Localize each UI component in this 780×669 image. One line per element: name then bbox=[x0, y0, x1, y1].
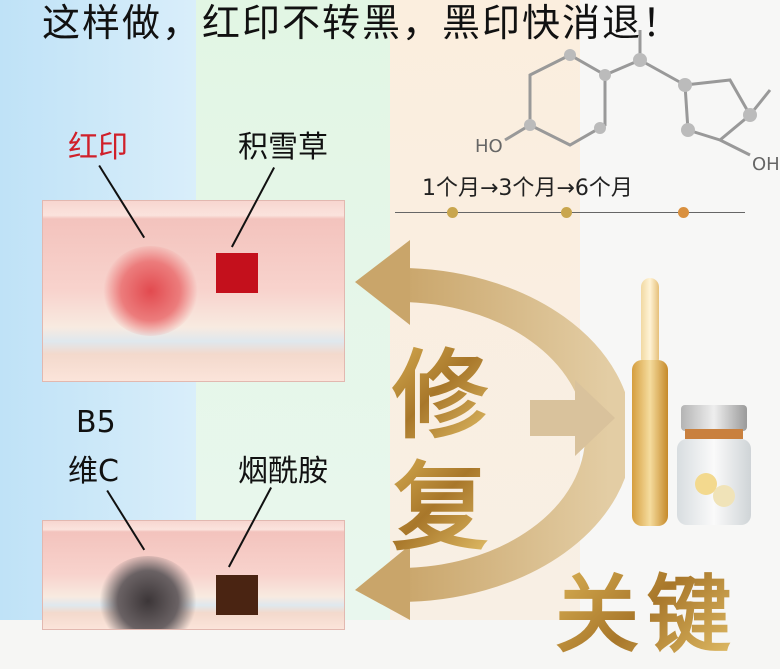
centella-label: 积雪草 bbox=[238, 130, 328, 165]
molecule-diagram: HO OH bbox=[475, 30, 780, 175]
repair-char-1: 修 bbox=[392, 318, 488, 457]
skin-diagram-top bbox=[42, 200, 345, 382]
timeline-dot-6 bbox=[678, 207, 689, 218]
ampoule-icon bbox=[628, 278, 672, 526]
molecule-ho-label: HO bbox=[475, 136, 503, 157]
skin-diagram-bottom bbox=[42, 520, 345, 630]
red-mark-label: 红印 bbox=[68, 130, 128, 165]
dark-mark-spot bbox=[98, 556, 198, 629]
timeline-dot-3 bbox=[561, 207, 572, 218]
red-mark-spot bbox=[103, 246, 198, 336]
b5-label: B5 bbox=[76, 405, 116, 440]
niacinamide-square bbox=[216, 575, 258, 615]
headline: 这样做，红印不转黑，黑印快消退！ bbox=[42, 1, 683, 45]
cycle-arrow-icon bbox=[355, 240, 625, 620]
niacinamide-label: 烟酰胺 bbox=[238, 454, 328, 489]
centella-square bbox=[216, 253, 258, 293]
molecule-oh-label: OH bbox=[752, 154, 780, 175]
timeline-label: 1个月→3个月→6个月 bbox=[422, 176, 633, 201]
key-text: 关键 bbox=[555, 548, 739, 669]
repair-char-2: 复 bbox=[392, 430, 488, 569]
timeline-dot-1 bbox=[447, 207, 458, 218]
serum-bottle-icon bbox=[677, 405, 751, 525]
vitamin-c-label: 维C bbox=[68, 454, 119, 489]
